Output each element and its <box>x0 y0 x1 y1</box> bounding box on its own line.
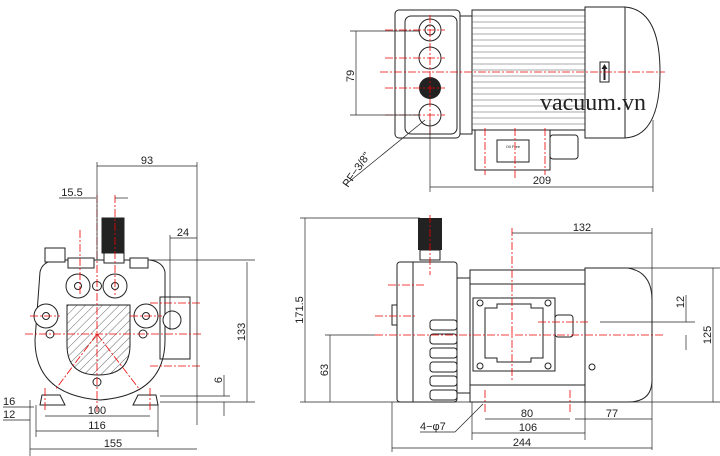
dim-63: 63 <box>319 364 331 376</box>
port-label: PF−3/8" <box>341 150 374 189</box>
dim-93: 93 <box>141 155 153 167</box>
dim-12-side: 12 <box>675 296 687 308</box>
hatched-section <box>66 304 131 376</box>
knob-top <box>101 217 125 254</box>
dim-116: 116 <box>88 420 106 432</box>
vent-slot <box>429 389 458 401</box>
side-port <box>162 310 182 330</box>
dim-125: 125 <box>702 326 714 344</box>
side-view: 171.5 63 132 12 125 80 77 106 244 4−φ7 <box>294 215 720 452</box>
dim-106: 106 <box>519 422 537 434</box>
pump-head-side <box>396 261 458 403</box>
cable-gland <box>549 134 579 160</box>
top-view: Oil Free 79 PF−3/8" 209 <box>341 6 665 192</box>
dim-171-5: 171.5 <box>294 296 306 324</box>
cable-gland-side <box>554 314 574 338</box>
fan-cover <box>584 6 661 139</box>
mounting-holes-label: 4−φ7 <box>420 421 446 433</box>
dim-132: 132 <box>573 222 591 234</box>
dim-16: 16 <box>3 396 15 408</box>
dim-133: 133 <box>236 323 248 341</box>
dim-77: 77 <box>606 408 618 420</box>
dim-209: 209 <box>533 175 551 187</box>
front-view: 93 15.5 24 133 6 16 12 100 116 155 <box>3 155 255 456</box>
dim-12: 12 <box>3 409 15 421</box>
hex-plug <box>44 247 66 263</box>
dim-15-5: 15.5 <box>61 187 82 199</box>
dim-80: 80 <box>521 408 533 420</box>
watermark: vacuum.vn <box>540 90 646 116</box>
dim-100: 100 <box>88 405 106 417</box>
dim-244: 244 <box>513 437 531 449</box>
oil-free-plate <box>496 139 530 163</box>
plate-text: Oil Free <box>506 144 521 149</box>
dim-6: 6 <box>213 377 225 383</box>
dim-24: 24 <box>177 227 189 239</box>
dim-79: 79 <box>345 70 357 82</box>
dim-155: 155 <box>104 438 122 450</box>
terminal-box-side <box>472 297 556 372</box>
